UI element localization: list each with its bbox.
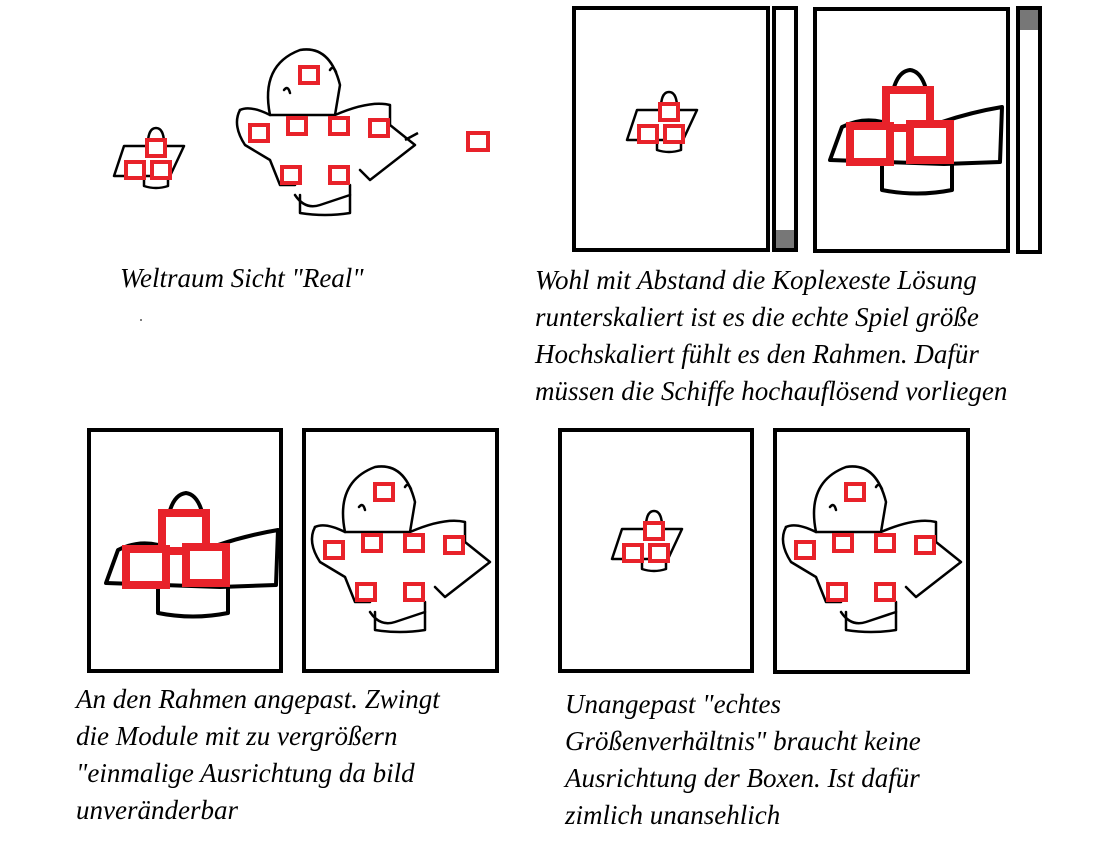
complex-solution-group bbox=[572, 6, 1042, 254]
caption-line: Hochskaliert fühlt es den Rahmen. Dafür bbox=[535, 339, 979, 369]
stray-dot bbox=[140, 319, 142, 321]
caption-line: zimlich unansehlich bbox=[565, 800, 781, 830]
caption-line: Ausrichtung der Boxen. Ist dafür bbox=[565, 763, 920, 793]
caption-line: runterskaliert ist es die echte Spiel gr… bbox=[535, 302, 979, 332]
caption-line: Unangepast "echtes bbox=[565, 689, 782, 719]
caption-line: unveränderbar bbox=[76, 795, 238, 825]
scrollbar-left[interactable] bbox=[772, 6, 798, 252]
scrollbar-track-left[interactable] bbox=[772, 6, 798, 252]
scrollbar-thumb-right[interactable] bbox=[1020, 10, 1038, 30]
large-ship-real bbox=[234, 47, 417, 217]
fitted-group bbox=[87, 428, 499, 673]
unfitted-group bbox=[558, 428, 970, 674]
scrollbar-thumb-left[interactable] bbox=[776, 230, 794, 248]
space-view-group bbox=[112, 47, 490, 217]
scrollbar-track-right[interactable] bbox=[1016, 6, 1042, 254]
lone-module-square bbox=[466, 131, 490, 152]
caption-line: müssen die Schiffe hochauflösend vorlieg… bbox=[535, 376, 1008, 406]
caption-line: "einmalige Ausrichtung da bild bbox=[76, 758, 415, 788]
unfitted-caption: Unangepast "echtes Größenverhältnis" bra… bbox=[565, 686, 921, 834]
fitted-caption: An den Rahmen angepast. Zwingt die Modul… bbox=[76, 681, 440, 829]
caption-line: Größenverhältnis" braucht keine bbox=[565, 726, 921, 756]
large-ship-thruster-line bbox=[404, 131, 419, 142]
caption-line: Weltraum Sicht "Real" bbox=[120, 263, 364, 293]
complex-solution-caption: Wohl mit Abstand die Koplexeste Lösung r… bbox=[535, 262, 1007, 410]
caption-line: die Module mit zu vergrößern bbox=[76, 721, 398, 751]
caption-line: Wohl mit Abstand die Koplexeste Lösung bbox=[535, 265, 977, 295]
space-view-caption: Weltraum Sicht "Real" bbox=[120, 260, 364, 297]
small-ship-real bbox=[112, 126, 186, 190]
caption-line: An den Rahmen angepast. Zwingt bbox=[76, 684, 440, 714]
scrollbar-right[interactable] bbox=[1016, 6, 1042, 254]
